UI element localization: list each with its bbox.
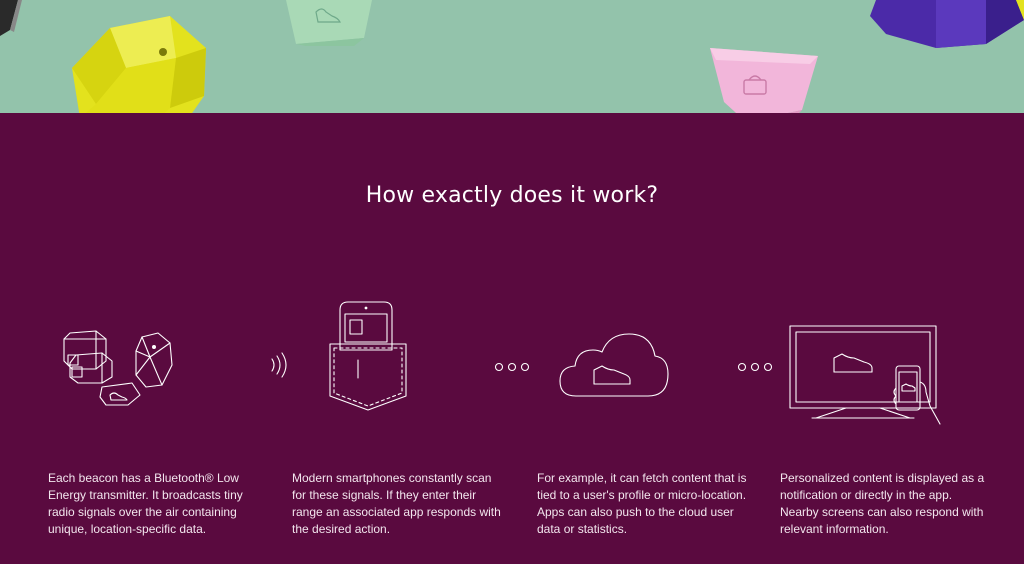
- beacons-icon: [63, 330, 173, 406]
- dark-beacon-image: [0, 0, 22, 36]
- screen-and-phone-icon: [789, 325, 941, 425]
- mint-beacon-image: [286, 0, 372, 46]
- how-it-works-section: [0, 113, 1024, 564]
- purple-beacon-image: [870, 0, 1024, 48]
- dots-icon: [494, 362, 530, 372]
- hero-banner: [0, 0, 1024, 113]
- pink-beacon-image: [710, 48, 818, 113]
- phone-in-pocket-icon: [329, 301, 407, 411]
- radio-waves-icon: [271, 352, 287, 378]
- step-1-description: Each beacon has a Bluetooth® Low Energy …: [48, 471, 243, 536]
- dots-icon: [737, 362, 773, 372]
- yellow-beacon-image: [72, 16, 206, 113]
- step-3-description: For example, it can fetch content that i…: [537, 471, 747, 536]
- step-2-description: Modern smartphones constantly scan for t…: [292, 471, 501, 536]
- step-4-description: Personalized content is displayed as a n…: [780, 471, 985, 536]
- cloud-sneaker-icon: [559, 333, 669, 397]
- section-title: How exactly does it work?: [365, 183, 659, 208]
